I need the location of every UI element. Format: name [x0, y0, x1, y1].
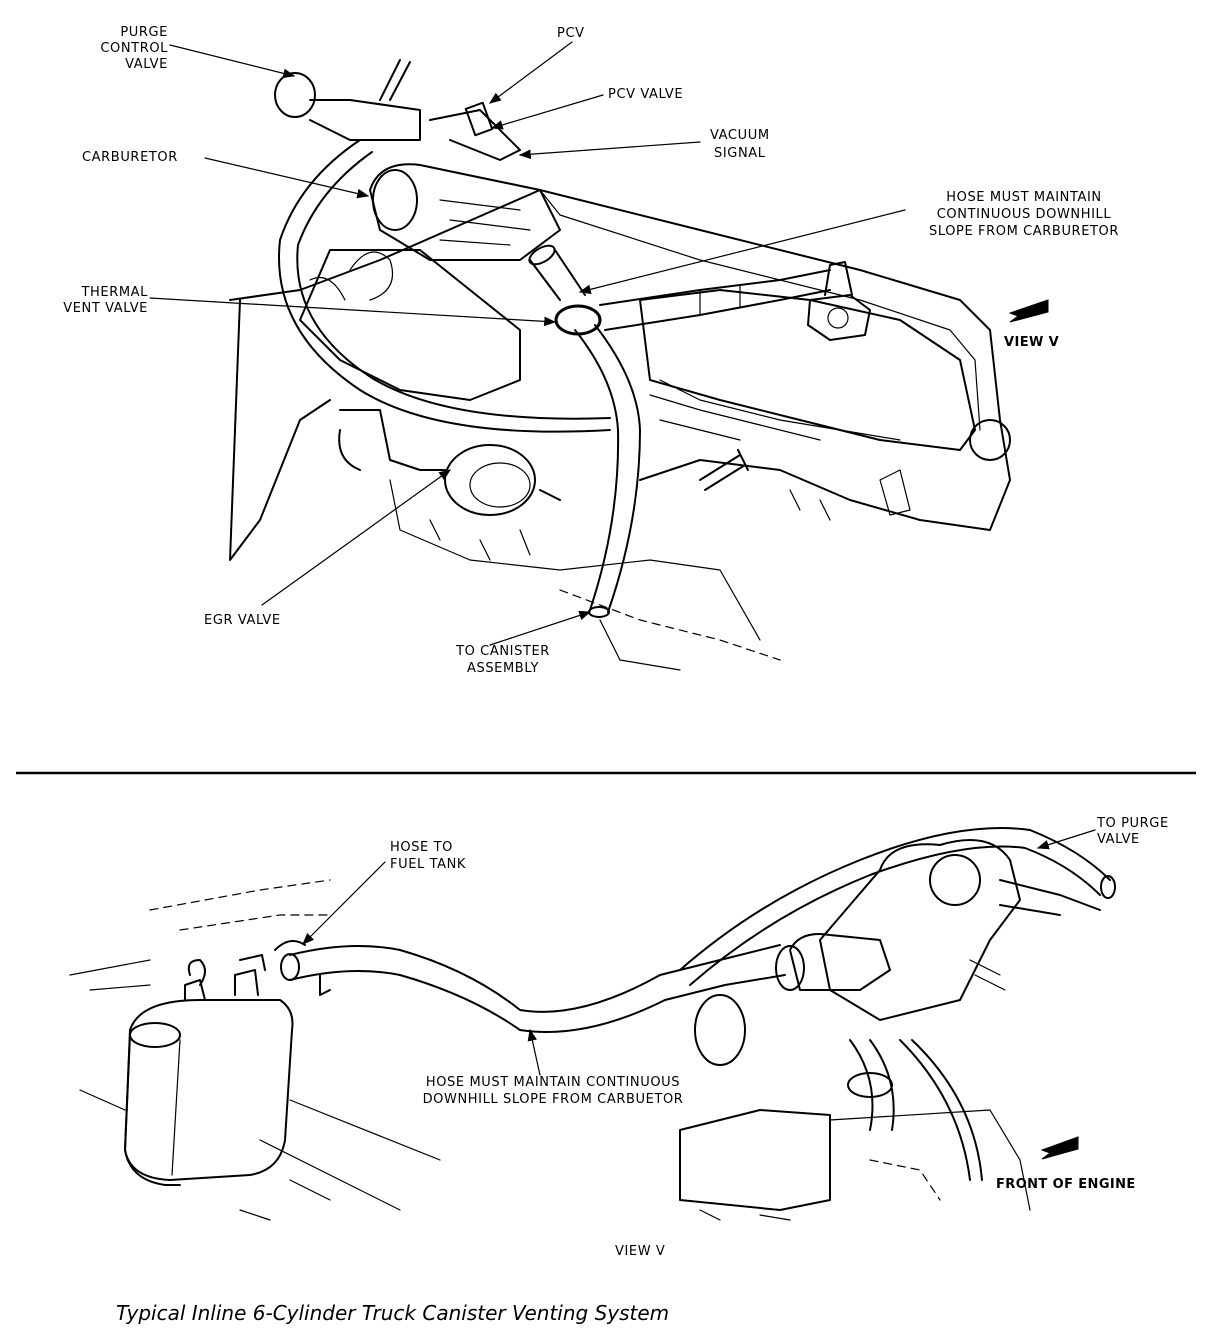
bottom-leader-lines [302, 829, 1096, 1076]
label-hose-slope-1: HOSE MUST MAINTAIN [946, 190, 1102, 205]
label-pcv: PCV [557, 26, 585, 41]
front-of-engine-arrow [1040, 1136, 1079, 1160]
label-view-v-bottom: VIEW V [615, 1244, 665, 1259]
label-view-v-top: VIEW V [1004, 335, 1059, 350]
label-vacuum-1: VACUUM [710, 128, 770, 143]
top-engine-illustration [229, 163, 1011, 671]
top-view-arrow [1008, 299, 1049, 323]
bottom-illustration [69, 827, 1116, 1221]
label-purge-2: CONTROL [100, 41, 168, 56]
label-vacuum-2: SIGNAL [714, 146, 766, 161]
label-canister-2: ASSEMBLY [467, 661, 539, 676]
bottom-labels: HOSE TO FUEL TANK TO PURGE VALVE HOSE MU… [390, 816, 1169, 1259]
label-bottom-slope-2: DOWNHILL SLOPE FROM CARBUETOR [423, 1092, 684, 1107]
label-egr: EGR VALVE [204, 613, 281, 628]
top-labels: PURGE CONTROL VALVE PCV PCV VALVE VACUUM… [63, 25, 1119, 676]
top-hoses [274, 59, 831, 618]
label-pcv-valve: PCV VALVE [608, 87, 683, 102]
caption: Typical Inline 6-Cylinder Truck Canister… [116, 1301, 669, 1325]
top-leader-lines [149, 41, 906, 646]
label-to-purge-2: VALVE [1097, 832, 1140, 847]
label-bottom-slope-1: HOSE MUST MAINTAIN CONTINUOUS [426, 1075, 680, 1090]
label-purge-1: PURGE [120, 25, 168, 40]
label-hose-slope-3: SLOPE FROM CARBURETOR [929, 224, 1119, 239]
label-canister-1: TO CANISTER [455, 644, 550, 659]
label-thermal-2: VENT VALVE [63, 301, 148, 316]
label-hose-slope-2: CONTINUOUS DOWNHILL [937, 207, 1112, 222]
label-to-purge-1: TO PURGE [1096, 816, 1169, 831]
label-hose-fuel-2: FUEL TANK [390, 857, 466, 872]
label-carburetor: CARBURETOR [82, 150, 178, 165]
label-thermal-1: THERMAL [80, 285, 148, 300]
label-hose-fuel-1: HOSE TO [390, 840, 453, 855]
label-front-of-engine: FRONT OF ENGINE [996, 1177, 1136, 1192]
label-purge-3: VALVE [125, 57, 168, 72]
